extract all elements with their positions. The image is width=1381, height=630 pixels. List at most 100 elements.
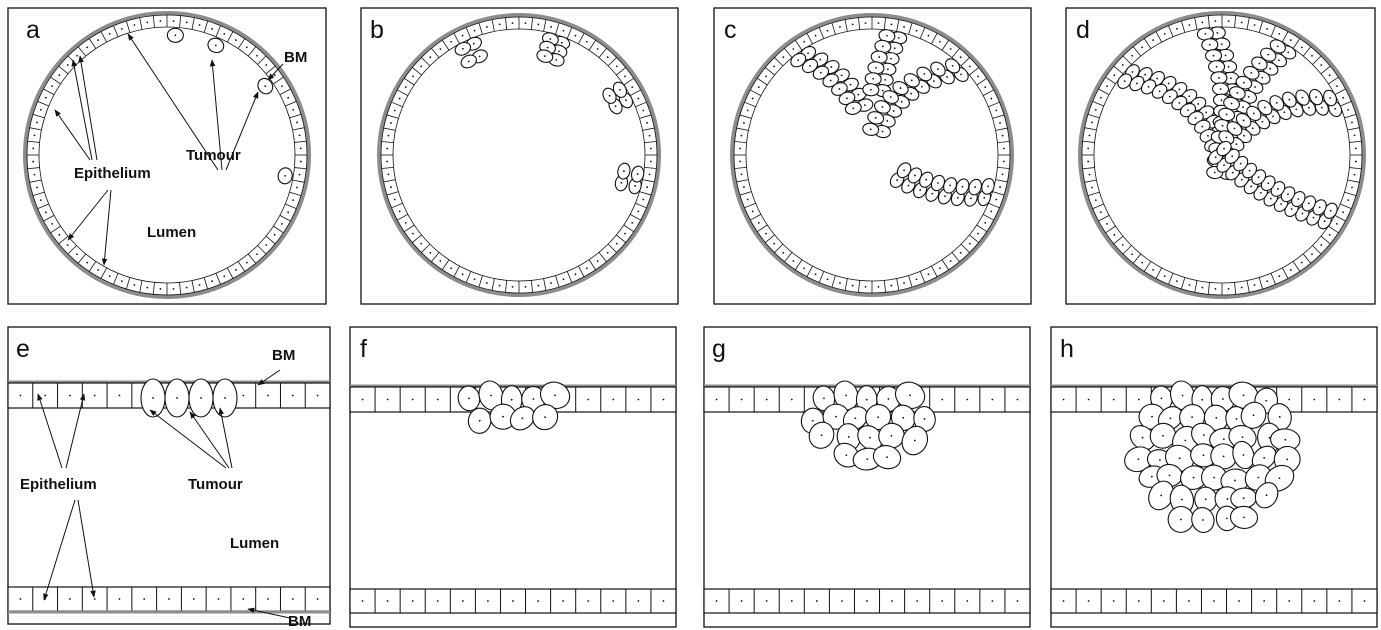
cell-nucleus [1095, 109, 1097, 111]
cell-border [931, 266, 937, 277]
cell-border [1282, 268, 1288, 279]
cell-nucleus [1227, 498, 1229, 500]
cell-nucleus [1164, 33, 1166, 35]
cell-nucleus [821, 434, 823, 436]
cell-nucleus [903, 169, 905, 171]
cell-nucleus [1347, 109, 1349, 111]
cell-border [1181, 277, 1184, 288]
cell-nucleus [1169, 417, 1171, 419]
cell-border [1303, 47, 1311, 56]
cell-nucleus [1254, 86, 1256, 88]
cell-nucleus [623, 170, 625, 172]
cell-nucleus [1277, 45, 1279, 47]
cell-nucleus [903, 282, 905, 284]
cell-border [909, 276, 912, 287]
cell-nucleus [624, 233, 626, 235]
cell-border [113, 26, 118, 37]
cell-nucleus [58, 74, 60, 76]
cell-nucleus [1160, 495, 1162, 497]
cell-nucleus [388, 173, 390, 175]
cell-nucleus [1151, 476, 1153, 478]
cell-border [59, 236, 68, 244]
cell-nucleus [1253, 113, 1255, 115]
cell-nucleus [952, 65, 954, 67]
cell-nucleus [1201, 126, 1203, 128]
cell-nucleus [1234, 128, 1236, 130]
cell-nucleus [891, 600, 893, 602]
cell-border [392, 203, 403, 208]
cell-border [78, 47, 86, 56]
cell-border [180, 282, 181, 294]
cell-nucleus [1231, 103, 1233, 105]
cell-border [293, 180, 305, 182]
cell-border [273, 226, 283, 233]
cell-nucleus [1258, 63, 1260, 65]
cell-nucleus [773, 243, 775, 245]
cell-border [983, 214, 994, 220]
cell-nucleus [1213, 477, 1215, 479]
cell-nucleus [991, 399, 993, 401]
cell-nucleus [67, 64, 69, 66]
cell-nucleus [1254, 284, 1256, 286]
cell-nucleus [741, 173, 743, 175]
cell-nucleus [743, 186, 745, 188]
cell-nucleus [1002, 173, 1004, 175]
cell-border [153, 282, 154, 294]
cell-nucleus [882, 90, 884, 92]
cell-border [266, 66, 275, 74]
cell-nucleus [256, 253, 258, 255]
cell-border [784, 48, 792, 57]
cell-border [78, 254, 86, 263]
cell-nucleus [747, 110, 749, 112]
cell-border [431, 48, 439, 57]
cell-border [258, 246, 266, 254]
cell-nucleus [563, 278, 565, 280]
cell-border [608, 57, 616, 65]
panel-letter-a: a [26, 16, 40, 44]
cell-nucleus [941, 399, 943, 401]
cell-border [750, 90, 761, 96]
cell-nucleus [1213, 55, 1215, 57]
cell-border [589, 40, 596, 50]
cell-border [387, 192, 398, 195]
cell-nucleus [984, 86, 986, 88]
cell-nucleus [1216, 66, 1218, 68]
cell-nucleus [479, 55, 481, 57]
cell-nucleus [1138, 399, 1140, 401]
cell-nucleus [890, 285, 892, 287]
cell-nucleus [1329, 97, 1331, 99]
cell-nucleus [292, 199, 294, 201]
cell-nucleus [1330, 210, 1332, 212]
cell-nucleus [1355, 161, 1357, 163]
cell-border [238, 261, 245, 271]
cell-nucleus [1156, 78, 1158, 80]
cell-nucleus [317, 395, 319, 397]
cell-nucleus [1202, 519, 1204, 521]
cell-border [442, 260, 449, 270]
cell-nucleus [1354, 134, 1356, 136]
cell-nucleus [186, 22, 188, 24]
cell-nucleus [1131, 71, 1133, 73]
cell-nucleus [1257, 477, 1259, 479]
cell-nucleus [921, 86, 923, 88]
cell-nucleus [1151, 416, 1153, 418]
cell-nucleus [875, 67, 877, 69]
cell-nucleus [199, 284, 201, 286]
cell-nucleus [1338, 600, 1340, 602]
cell-nucleus [1113, 399, 1115, 401]
cell-nucleus [1221, 43, 1223, 45]
cell-nucleus [1324, 220, 1326, 222]
cell-nucleus [615, 105, 617, 107]
cell-nucleus [1266, 28, 1268, 30]
cell-border [624, 225, 634, 232]
cell-border [1313, 246, 1321, 254]
cell-border [1235, 16, 1236, 28]
cell-nucleus [950, 260, 952, 262]
cell-nucleus [1226, 114, 1228, 116]
cell-nucleus [827, 278, 829, 280]
cell-nucleus [1320, 64, 1322, 66]
cell-border [1321, 236, 1330, 244]
cell-nucleus [1179, 457, 1181, 459]
cell-border [969, 235, 978, 243]
panel-letter-d: d [1076, 16, 1090, 44]
